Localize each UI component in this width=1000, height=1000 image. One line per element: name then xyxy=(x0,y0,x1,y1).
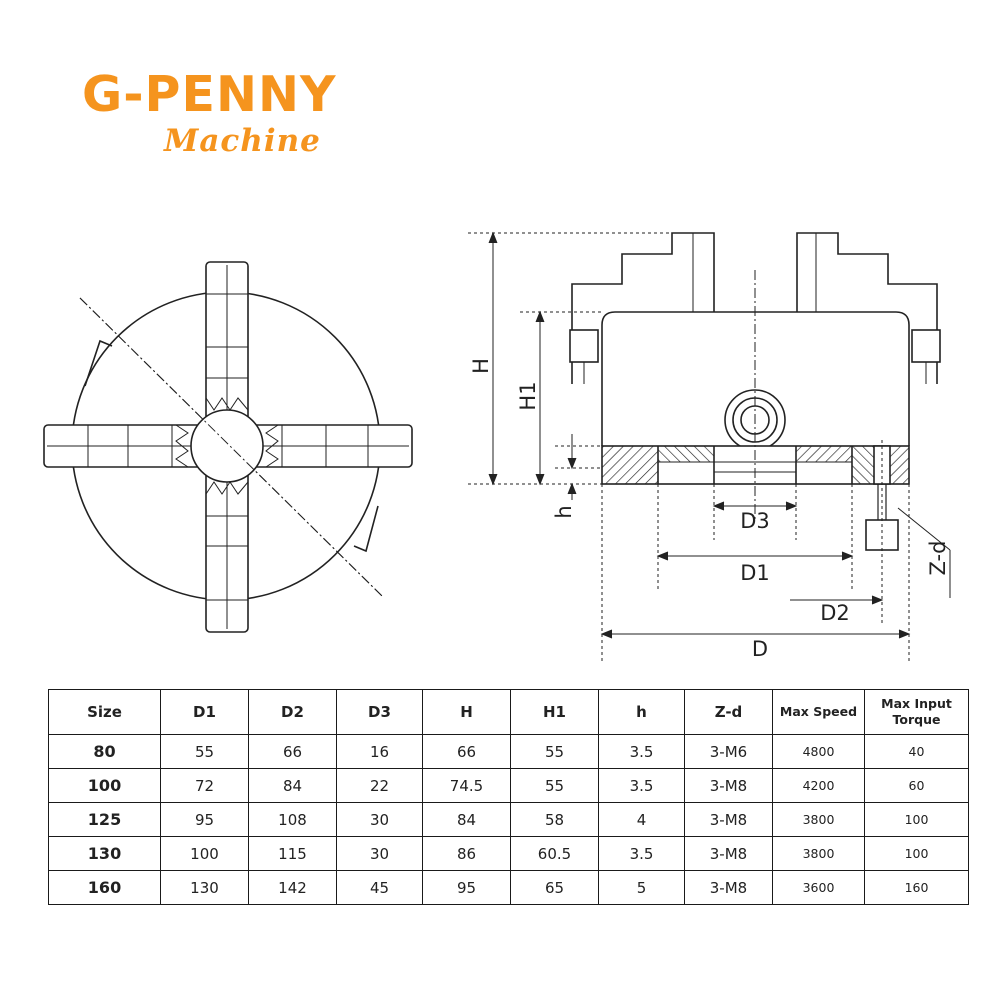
table-cell: 3-M8 xyxy=(684,836,773,871)
front-bump-right xyxy=(353,505,379,553)
header-h-small: h xyxy=(598,689,685,735)
table-cell: 86 xyxy=(422,836,511,871)
dim-label-H: H xyxy=(469,358,493,374)
header-zd: Z-d xyxy=(684,689,773,735)
header-h: H xyxy=(422,689,511,735)
dim-label-h: h xyxy=(552,505,576,518)
left-jaw-block xyxy=(569,329,599,363)
table-cell: 84 xyxy=(422,802,511,837)
table-cell: 3.5 xyxy=(598,768,685,803)
table-header-row: Size D1 D2 D3 H H1 h Z-d Max Speed Max I… xyxy=(48,689,969,735)
table-cell: 3-M8 xyxy=(684,802,773,837)
table-cell: 4800 xyxy=(772,734,865,769)
table-cell: 45 xyxy=(336,870,423,905)
table-cell: 160 xyxy=(48,870,161,905)
header-max-speed: Max Speed xyxy=(772,689,865,735)
table-cell: 60.5 xyxy=(510,836,599,871)
table-cell: 3800 xyxy=(772,836,865,871)
front-view xyxy=(43,261,413,633)
table-cell: 5 xyxy=(598,870,685,905)
table-cell: 74.5 xyxy=(422,768,511,803)
table-cell: 130 xyxy=(48,836,161,871)
table-cell: 80 xyxy=(48,734,161,769)
dim-label-D2: D2 xyxy=(820,601,850,625)
header-d2: D2 xyxy=(248,689,337,735)
table-cell: 125 xyxy=(48,802,161,837)
table-cell: 4 xyxy=(598,802,685,837)
table-cell: 3-M6 xyxy=(684,734,773,769)
table-cell: 30 xyxy=(336,802,423,837)
table-cell: 16 xyxy=(336,734,423,769)
right-jaw-block xyxy=(911,329,941,363)
table-cell: 55 xyxy=(510,768,599,803)
dim-label-D1: D1 xyxy=(740,561,770,585)
table-cell: 40 xyxy=(864,734,969,769)
table-cell: 3600 xyxy=(772,870,865,905)
left-jaw xyxy=(571,232,715,384)
table-cell: 60 xyxy=(864,768,969,803)
technical-drawing: H H1 h D3 D1 D2 D Z-d xyxy=(43,231,951,662)
center-bore xyxy=(190,409,264,483)
table-cell: 3.5 xyxy=(598,734,685,769)
table-cell: 4200 xyxy=(772,768,865,803)
table-cell: 66 xyxy=(248,734,337,769)
table-cell: 95 xyxy=(160,802,249,837)
header-h1: H1 xyxy=(510,689,599,735)
side-view: H H1 h D3 D1 D2 D Z-d xyxy=(468,231,951,662)
table-cell: 160 xyxy=(864,870,969,905)
header-d3: D3 xyxy=(336,689,423,735)
dim-label-D: D xyxy=(752,637,768,661)
header-max-torque: Max Input Torque xyxy=(864,689,969,735)
table-cell: 30 xyxy=(336,836,423,871)
table-cell: 55 xyxy=(510,734,599,769)
table-cell: 55 xyxy=(160,734,249,769)
brand-logo: G-PENNY Machine xyxy=(82,70,382,170)
dim-label-Zd: Z-d xyxy=(926,541,950,576)
specification-table: Size D1 D2 D3 H H1 h Z-d Max Speed Max I… xyxy=(48,689,969,905)
table-cell: 22 xyxy=(336,768,423,803)
table-cell: 3-M8 xyxy=(684,870,773,905)
table-cell: 72 xyxy=(160,768,249,803)
table-cell: 84 xyxy=(248,768,337,803)
table-cell: 65 xyxy=(510,870,599,905)
table-cell: 130 xyxy=(160,870,249,905)
dim-label-H1: H1 xyxy=(516,381,540,410)
table-cell: 100 xyxy=(864,802,969,837)
table-cell: 58 xyxy=(510,802,599,837)
header-size: Size xyxy=(48,689,161,735)
table-cell: 66 xyxy=(422,734,511,769)
brand-name: G-PENNY xyxy=(82,66,337,123)
table-cell: 100 xyxy=(864,836,969,871)
right-jaw xyxy=(796,232,938,384)
table-cell: 3-M8 xyxy=(684,768,773,803)
table-cell: 142 xyxy=(248,870,337,905)
table-cell: 100 xyxy=(160,836,249,871)
dim-label-D3: D3 xyxy=(740,509,770,533)
table-cell: 3.5 xyxy=(598,836,685,871)
table-cell: 108 xyxy=(248,802,337,837)
brand-tagline: Machine xyxy=(164,123,321,159)
table-cell: 95 xyxy=(422,870,511,905)
table-cell: 100 xyxy=(48,768,161,803)
table-cell: 3800 xyxy=(772,802,865,837)
header-d1: D1 xyxy=(160,689,249,735)
table-cell: 115 xyxy=(248,836,337,871)
front-bump-left xyxy=(84,339,113,387)
